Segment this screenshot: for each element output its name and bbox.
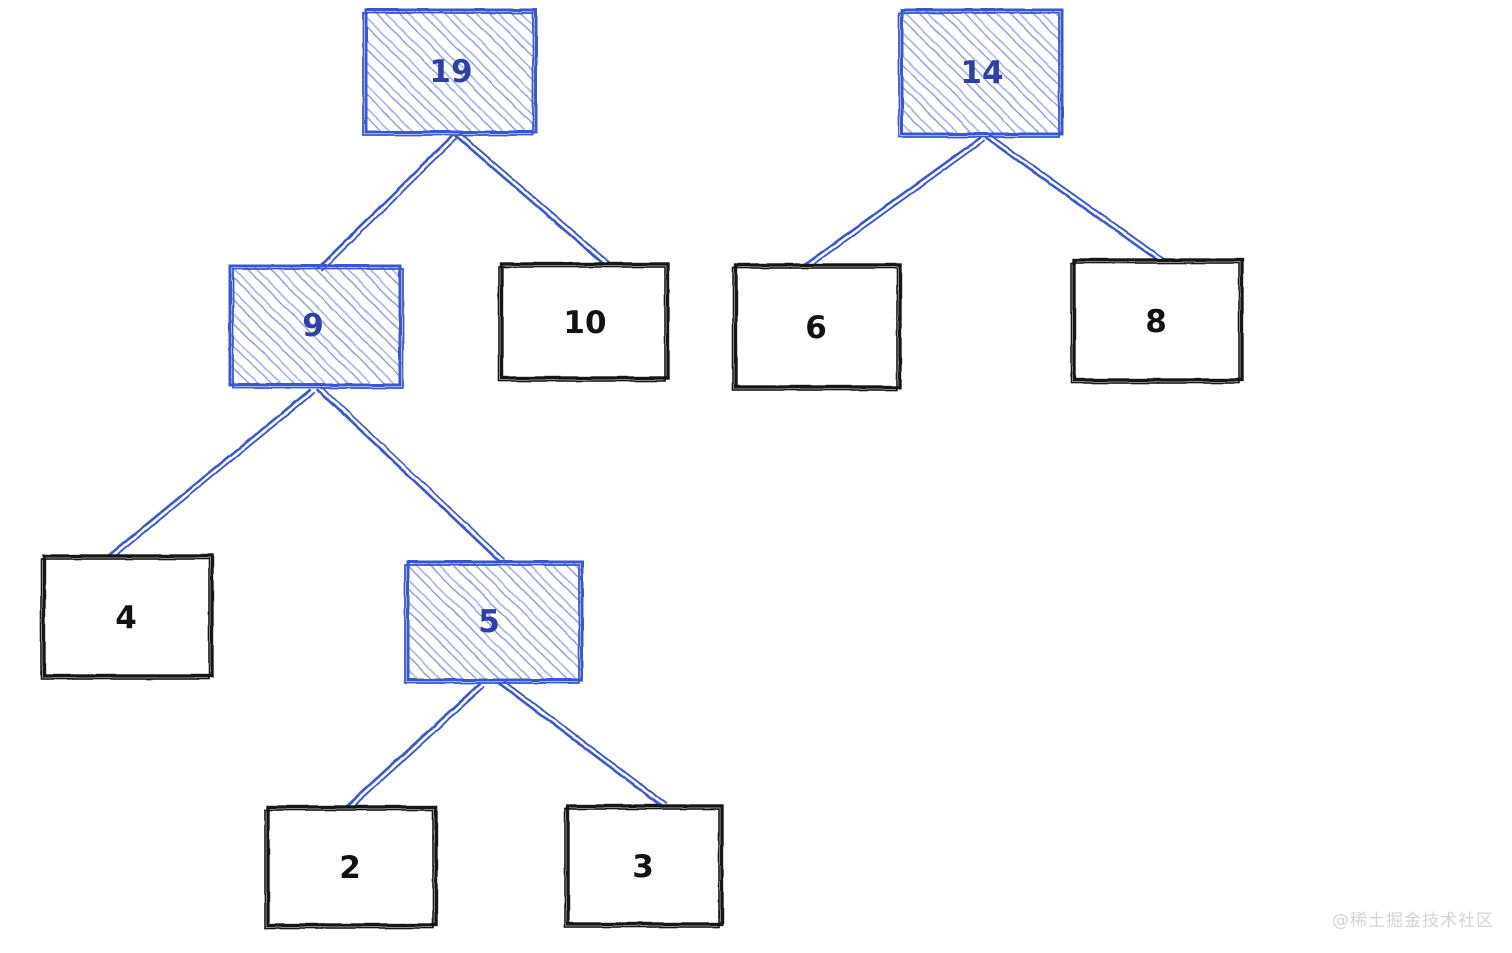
node-outline [364, 8, 538, 134]
edge-line [454, 134, 608, 268]
node-label: 4 [115, 600, 137, 636]
edge-line [498, 682, 664, 808]
node-outline-dup [564, 808, 720, 928]
node-2[interactable]: 2 [264, 805, 438, 929]
node-label: 3 [632, 849, 654, 885]
node-outline-dup [264, 809, 434, 929]
node-label: 5 [478, 604, 500, 640]
node-outline-dup [40, 558, 210, 680]
edge-line-dup [803, 140, 985, 272]
node-fill [408, 562, 582, 680]
node-9[interactable]: 9 [228, 264, 404, 389]
node-layer: 19 14 9 [40, 8, 1244, 929]
node-outline-dup [362, 12, 534, 136]
edge-9-5 [316, 386, 505, 564]
edge-line-dup [343, 686, 485, 816]
edge-line-dup [459, 132, 611, 264]
edge-5-2 [338, 682, 485, 816]
node-outline [228, 264, 402, 387]
node-outline [734, 263, 902, 389]
edge-line-dup [321, 386, 505, 560]
edge-line [338, 682, 482, 814]
node-outline-dup [1070, 262, 1240, 384]
edge-line [316, 388, 502, 564]
edge-line [984, 136, 1162, 264]
edge-5-3 [498, 680, 667, 808]
edge-14-6 [798, 136, 985, 272]
node-label: 19 [429, 54, 472, 90]
node-fill [366, 10, 536, 132]
node-outline-dup [732, 267, 898, 391]
node-label: 14 [960, 55, 1003, 91]
node-outline [500, 262, 670, 380]
node-19[interactable]: 19 [362, 8, 538, 136]
edge-line [106, 388, 312, 558]
edge-line [798, 136, 982, 270]
node-outline-dup [498, 266, 666, 382]
edge-line [316, 134, 454, 270]
edge-19-9 [316, 134, 457, 272]
edge-line-dup [989, 134, 1165, 260]
node-label: 2 [339, 850, 361, 886]
node-3[interactable]: 3 [564, 804, 724, 928]
edge-line-dup [111, 392, 315, 560]
node-outline [266, 805, 438, 927]
node-label: 6 [805, 310, 827, 346]
node-10[interactable]: 10 [498, 262, 670, 382]
node-outline-dup [898, 12, 1060, 138]
edge-line-dup [321, 138, 457, 272]
watermark: @稀土掘金技术社区 [1332, 911, 1494, 931]
edge-14-8 [984, 134, 1165, 264]
node-fill [230, 266, 400, 385]
node-label: 10 [563, 305, 606, 341]
node-6[interactable]: 6 [732, 263, 902, 391]
node-8[interactable]: 8 [1070, 258, 1244, 384]
edge-19-10 [454, 132, 611, 268]
node-label: 8 [1145, 304, 1167, 340]
node-outline [900, 8, 1064, 136]
node-4[interactable]: 4 [40, 554, 214, 680]
node-outline [1072, 258, 1244, 382]
node-outline [406, 560, 584, 682]
node-14[interactable]: 14 [898, 8, 1064, 138]
node-5[interactable]: 5 [404, 560, 584, 684]
node-outline-dup [404, 564, 580, 684]
node-fill [902, 10, 1062, 134]
node-label: 9 [302, 308, 324, 344]
node-outline-dup [232, 268, 404, 389]
edge-layer [106, 132, 1165, 816]
node-outline [566, 804, 724, 926]
edge-line-dup [503, 680, 667, 804]
node-outline [42, 554, 214, 678]
edge-9-4 [106, 388, 315, 560]
